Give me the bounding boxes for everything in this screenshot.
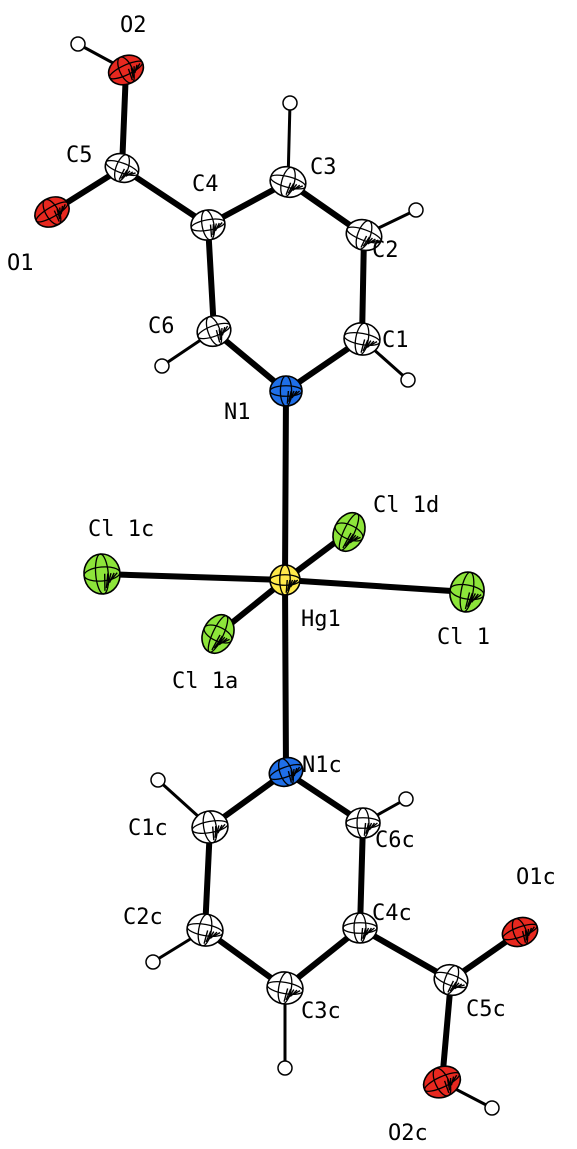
atom-o1 — [34, 196, 70, 228]
atom-label-c6c: C6c — [375, 828, 415, 853]
atom-o2 — [107, 54, 145, 86]
bond-c6-c4 — [205, 222, 217, 334]
atom-o2c — [422, 1065, 462, 1099]
bond-hg1-cl1c — [99, 571, 288, 583]
atom-c6c — [345, 807, 381, 839]
atom-label-c3: C3 — [310, 155, 337, 180]
atom-label-o1: O1 — [7, 251, 34, 276]
atom-label-c4: C4 — [192, 172, 219, 197]
atom-label-cl1d: Cl 1d — [373, 493, 439, 518]
atom-c2c — [186, 913, 224, 947]
atom-label-o1c: O1c — [516, 865, 556, 890]
hydrogen-atom-c2 — [408, 202, 424, 218]
hydrogen-atom-c6 — [154, 358, 170, 374]
atom-label-c5c: C5c — [466, 997, 506, 1022]
bond-c2-c1 — [359, 232, 367, 342]
atom-label-c2c: C2c — [123, 905, 163, 930]
bond-c5c-o2c — [439, 977, 454, 1085]
hydrogen-atom-o2 — [70, 36, 86, 52]
atom-label-cl1a: Cl 1a — [172, 669, 238, 694]
atom-label-o2c: O2c — [388, 1121, 428, 1146]
atom-c6 — [196, 314, 232, 348]
atom-c1 — [343, 322, 381, 356]
atom-n1 — [269, 375, 303, 407]
hydrogen-atom-o2c — [484, 1100, 500, 1116]
atom-cl1 — [449, 571, 485, 613]
hydrogen-atom-c3c — [277, 1060, 293, 1076]
atom-o1c — [501, 916, 539, 948]
hydrogen-atoms-layer — [70, 36, 500, 1116]
atom-c3 — [269, 165, 307, 199]
atom-label-c1: C1 — [382, 328, 409, 353]
atom-c2 — [345, 218, 383, 252]
hydrogen-atom-c2c — [145, 954, 161, 970]
bond-o2-c5 — [119, 67, 129, 171]
hydrogen-atom-c6c — [398, 791, 414, 807]
bond-hg1-cl1 — [282, 577, 470, 595]
hydrogen-atom-c1c — [150, 772, 166, 788]
atom-cl1a — [201, 613, 235, 655]
atoms-layer — [34, 54, 539, 1099]
atom-label-hg1: Hg1 — [301, 607, 341, 632]
bond-c1c-c2c — [202, 824, 213, 933]
bond-hg1-n1c — [282, 577, 289, 775]
hydrogen-atom-c1 — [400, 372, 416, 388]
atom-c5c — [433, 963, 469, 997]
atom-label-o2: O2 — [120, 13, 147, 38]
bond-n1-hg1 — [282, 388, 289, 583]
atom-label-c3c: C3c — [301, 999, 341, 1024]
bond-c4c-c6c — [357, 820, 366, 931]
atom-label-cl1c: Cl 1c — [88, 517, 154, 542]
atom-label-c6: C6 — [148, 314, 175, 339]
atom-label-cl1: Cl 1 — [437, 625, 490, 650]
atom-label-n1c: N1c — [302, 753, 342, 778]
atom-label-n1: N1 — [224, 400, 251, 425]
atom-cl1c — [83, 553, 121, 595]
atom-c4c — [342, 912, 378, 944]
atom-hg1 — [269, 564, 301, 596]
atom-cl1d — [332, 511, 366, 553]
atom-label-c4c: C4c — [372, 901, 412, 926]
atom-c1c — [191, 810, 229, 844]
hydrogen-atom-c3 — [282, 95, 298, 111]
atom-c4 — [190, 209, 226, 241]
atom-c3c — [266, 971, 304, 1005]
atom-label-c5: C5 — [66, 143, 93, 168]
atom-label-c2: C2 — [372, 238, 399, 263]
atom-label-c1c: C1c — [128, 816, 168, 841]
atom-c5 — [104, 152, 140, 184]
atom-n1c — [268, 756, 304, 788]
